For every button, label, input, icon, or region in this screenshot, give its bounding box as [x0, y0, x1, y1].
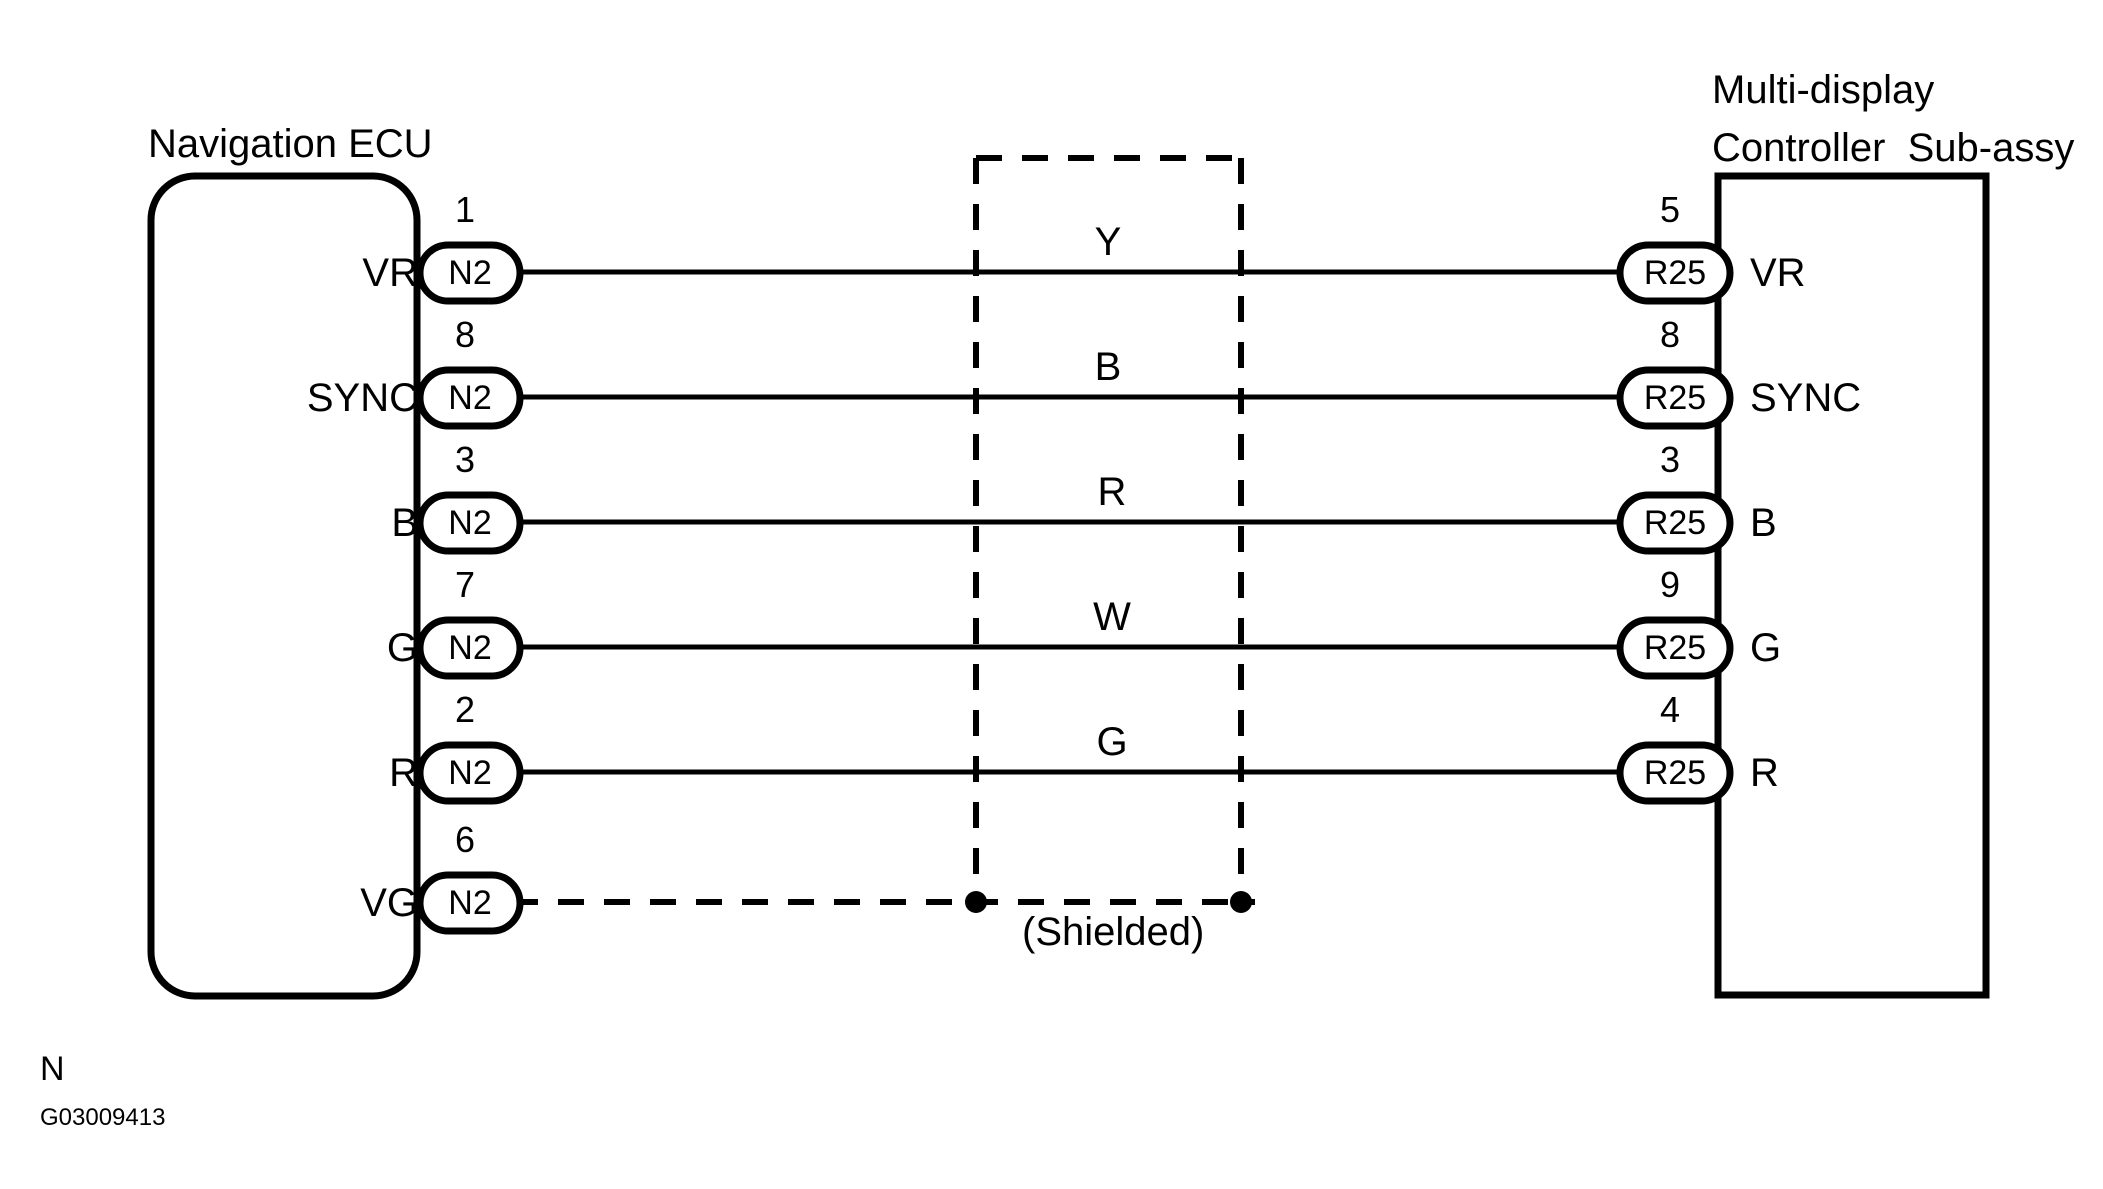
shielded-note: (Shielded) — [1022, 910, 1205, 954]
signal-wires — [512, 269, 1627, 775]
wire-color-label-4: W — [1093, 595, 1131, 639]
right-connector-code-5: R25 — [1643, 754, 1707, 792]
right-signal-label-1: VR — [1750, 251, 1806, 295]
navigation-ecu-box — [147, 172, 421, 1000]
right-pin-number-5: 4 — [1660, 689, 1681, 730]
right-connector-code-3: R25 — [1643, 504, 1707, 542]
multi-display-title-line2: Controller Sub-assy — [1712, 126, 2075, 170]
left-connector-code-5: N2 — [448, 754, 492, 792]
right-pin-oval-4[interactable] — [1616, 616, 1734, 680]
wire-color-label-5: G — [1096, 720, 1128, 764]
left-connector-pins — [416, 241, 524, 935]
left-connector-code-shield: N2 — [448, 884, 492, 922]
shield-junction-dot-right — [1230, 891, 1252, 913]
right-pin-oval-2[interactable] — [1616, 366, 1734, 430]
multi-display-controller-box — [1714, 172, 1990, 999]
right-connector-code-4: R25 — [1643, 629, 1707, 667]
wire-color-label-1: Y — [1094, 220, 1122, 264]
left-pin-number-shield: 6 — [455, 819, 476, 860]
left-signal-label-2: SYNC — [306, 376, 418, 420]
left-signal-label-4: G — [386, 626, 418, 670]
right-pin-oval-1[interactable] — [1616, 241, 1734, 305]
left-signal-label-5: R — [389, 751, 418, 795]
right-pin-oval-3[interactable] — [1616, 491, 1734, 555]
navigation-ecu-title: Navigation ECU — [148, 122, 433, 166]
left-connector-code-1: N2 — [448, 254, 492, 292]
left-pin-oval-4[interactable] — [416, 616, 524, 680]
multi-display-title-line1: Multi-display — [1712, 68, 1935, 112]
right-signal-label-3: B — [1750, 501, 1777, 545]
right-signal-label-2: SYNC — [1750, 376, 1862, 420]
left-pin-number-2: 8 — [455, 314, 476, 355]
shield-junction-dot-left — [965, 891, 987, 913]
left-pin-oval-1[interactable] — [416, 241, 524, 305]
wire-color-label-3: R — [1097, 470, 1127, 514]
left-pin-oval-5[interactable] — [416, 741, 524, 805]
left-connector-code-3: N2 — [448, 504, 492, 542]
right-connector-pins — [1616, 241, 1734, 805]
right-pin-number-4: 9 — [1660, 564, 1681, 605]
right-pin-number-3: 3 — [1660, 439, 1681, 480]
right-signal-label-4: G — [1750, 626, 1782, 670]
right-pin-number-2: 8 — [1660, 314, 1681, 355]
left-connector-code-4: N2 — [448, 629, 492, 667]
right-pin-oval-5[interactable] — [1616, 741, 1734, 805]
left-pin-oval-6[interactable] — [416, 871, 524, 935]
right-pin-number-1: 5 — [1660, 189, 1681, 230]
footer-n-label: N — [40, 1050, 65, 1088]
left-pin-oval-2[interactable] — [416, 366, 524, 430]
left-pin-oval-3[interactable] — [416, 491, 524, 555]
right-signal-label-5: R — [1750, 751, 1779, 795]
left-pin-number-1: 1 — [455, 189, 476, 230]
right-connector-code-2: R25 — [1643, 379, 1707, 417]
left-signal-label-3: B — [391, 501, 418, 545]
left-pin-number-3: 3 — [455, 439, 476, 480]
right-connector-code-1: R25 — [1643, 254, 1707, 292]
footer-figure-id: G03009413 — [40, 1104, 166, 1131]
left-pin-number-5: 2 — [455, 689, 476, 730]
shield-drain-wire — [512, 891, 1255, 913]
left-signal-label-shield: VG — [360, 881, 418, 925]
shield-boundary — [973, 155, 1244, 902]
left-pin-number-4: 7 — [455, 564, 476, 605]
left-signal-label-1: VR — [362, 251, 418, 295]
left-connector-code-2: N2 — [448, 379, 492, 417]
wire-color-label-2: B — [1094, 345, 1122, 389]
